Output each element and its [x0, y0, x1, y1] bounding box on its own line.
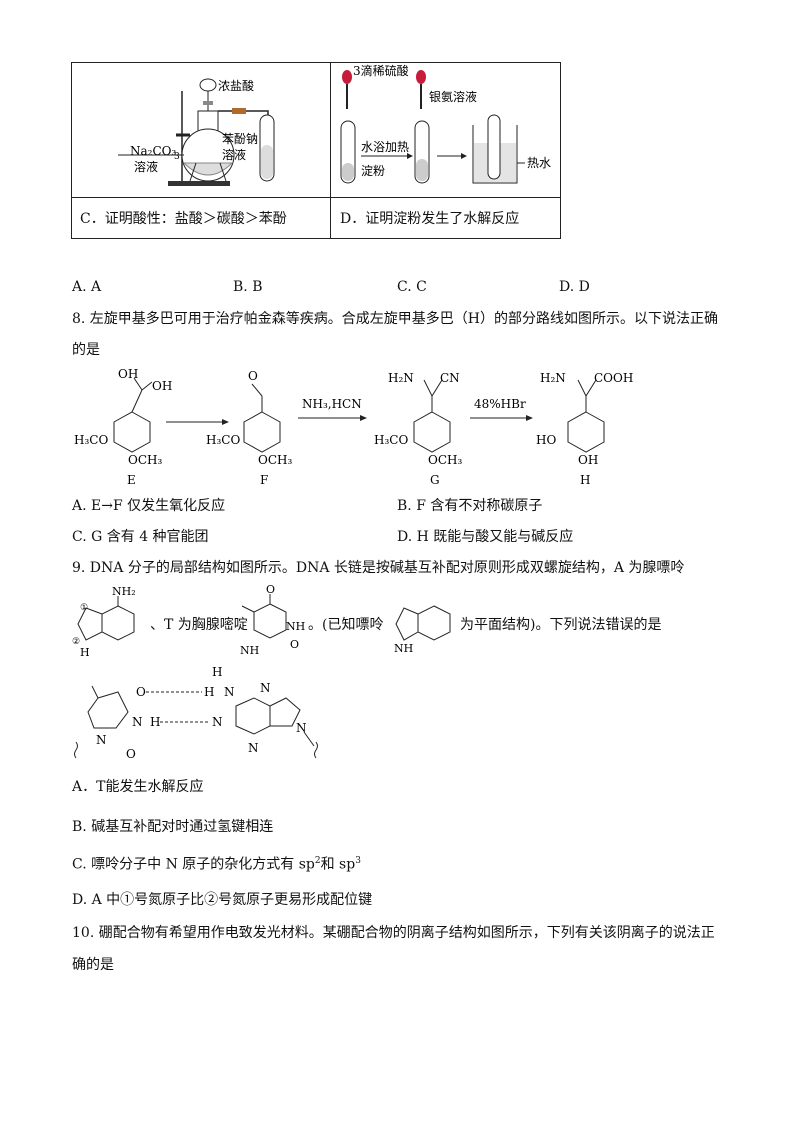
- thymine-nh2: NH: [240, 644, 259, 657]
- g-cn: CN: [440, 371, 460, 385]
- adenine-structure: NH₂ ① ② H: [72, 585, 136, 659]
- q7-option-a: A. A: [72, 279, 102, 295]
- label-e: E: [127, 473, 136, 487]
- thymine-structure: O NH O NH: [240, 584, 305, 657]
- thymine-o2: O: [290, 638, 299, 651]
- q8-stem-line2: 的是: [72, 342, 100, 358]
- caption-c: C．证明酸性：盐酸＞碳酸＞苯酚: [80, 211, 287, 227]
- q8-option-b: B. F 含有不对称碳原子: [397, 498, 543, 514]
- h-cooh: COOH: [594, 371, 633, 385]
- f-och3: OCH₃: [258, 453, 292, 467]
- pair-n-right: N: [296, 721, 307, 735]
- caption-d: D．证明淀粉发生了水解反应: [340, 211, 520, 227]
- g-h3co: H₃CO: [374, 433, 408, 447]
- e-h3co: H₃CO: [74, 433, 108, 447]
- q8-reaction-scheme: OH OH H₃CO OCH₃ E O H₃CO OCH₃ F NH₃,HCN …: [74, 367, 633, 487]
- q9-option-c-mid: 和 sp: [320, 856, 356, 873]
- q9-option-c-sup2: 3: [355, 856, 361, 866]
- pair-n-bottom: N: [248, 741, 259, 755]
- q10-line2: 确的是: [72, 957, 114, 973]
- q7-option-d: D. D: [559, 279, 590, 295]
- pair-nh: N: [132, 715, 143, 729]
- apparatus-c-diagram: 浓盐酸 苯酚钠 溶液 Na₂CO₃ 溶液 3: [118, 78, 275, 186]
- base-pair-structure: O H H N N H N O N N N N: [74, 665, 318, 761]
- pair-h-top: H: [212, 665, 222, 679]
- adenine-h: H: [80, 646, 90, 659]
- q10-line1: 10. 硼配合物有希望用作电致发光材料。某硼配合物的阴离子结构如图所示，下列有关…: [72, 925, 715, 941]
- label-phenolate-2: 溶液: [222, 147, 246, 162]
- label-na2co3-1: Na₂CO₃: [130, 144, 176, 158]
- q9-mid2: 。(已知嘌呤: [308, 617, 384, 633]
- q9-option-c-sup1: 2: [314, 856, 321, 866]
- adenine-nh2: NH₂: [112, 585, 136, 598]
- apparatus-d-diagram: 3滴稀硫酸 银氨溶液 水浴加热 淀粉 热水: [340, 63, 551, 184]
- e-och3: OCH₃: [128, 453, 162, 467]
- q7-option-c: C. C: [397, 279, 427, 295]
- label-f: F: [260, 473, 268, 487]
- adenine-circ2: ②: [72, 637, 80, 647]
- q9-option-d: D. A 中①号氮原子比②号氮原子更易形成配位键: [72, 892, 373, 908]
- q8-option-a: A. E→F 仅发生氧化反应: [72, 498, 226, 514]
- label-starch: 淀粉: [361, 164, 385, 178]
- pair-n-mid: N: [212, 715, 223, 729]
- pair-o1: O: [136, 685, 146, 699]
- g-h2n: H₂N: [388, 371, 414, 385]
- label-hotwater: 热水: [527, 156, 551, 170]
- label-waterbath: 水浴加热: [361, 140, 409, 154]
- q9-stem: 9. DNA 分子的局部结构如图所示。DNA 长链是按碱基互补配对原则形成双螺旋…: [72, 560, 685, 576]
- e-oh1: OH: [118, 367, 138, 381]
- q9-mid1: 、T 为胸腺嘧啶: [150, 617, 248, 633]
- purine-structure: NH: [394, 605, 451, 654]
- h-h2n: H₂N: [540, 371, 566, 385]
- pair-h1: H: [204, 685, 214, 699]
- f-o: O: [248, 369, 258, 383]
- reagent-2: 48%HBr: [474, 397, 526, 411]
- q8-stem-line1: 8. 左旋甲基多巴可用于治疗帕金森等疾病。合成左旋甲基多巴（H）的部分路线如图所…: [72, 311, 719, 327]
- reagent-1: NH₃,HCN: [302, 397, 362, 411]
- purine-nh: NH: [394, 642, 413, 654]
- q7-option-b: B. B: [233, 279, 263, 295]
- f-h3co: H₃CO: [206, 433, 240, 447]
- pair-n-left: N: [96, 733, 107, 747]
- q9-mid3: 为平面结构)。下列说法错误的是: [460, 617, 662, 633]
- q8-option-d: D. H 既能与酸又能与碱反应: [397, 529, 574, 545]
- q8-option-c: C. G 含有 4 种官能团: [72, 529, 209, 545]
- e-oh2: OH: [152, 379, 172, 393]
- q9-option-b: B. 碱基互补配对时通过氢键相连: [72, 819, 274, 835]
- thymine-nh1: NH: [286, 620, 305, 633]
- thymine-o1: O: [266, 584, 275, 596]
- pair-h2: H: [150, 715, 160, 729]
- apparatus-table: 浓盐酸 苯酚钠 溶液 Na₂CO₃ 溶液 3 3滴稀硫酸 银氨溶液 水浴加热 淀…: [71, 62, 561, 239]
- adenine-circ1: ①: [80, 603, 88, 613]
- label-phenolate-1: 苯酚钠: [222, 131, 258, 146]
- label-g: G: [430, 473, 440, 487]
- table-divider-horizontal: [72, 197, 560, 198]
- q9-option-a: A．T能发生水解反应: [72, 779, 204, 795]
- pair-o2: O: [126, 747, 136, 761]
- label-h: H: [580, 473, 590, 487]
- label-na2co3-2: 溶液: [134, 159, 158, 174]
- q9-option-c: C. 嘌呤分子中 N 原子的杂化方式有 sp2和 sp3: [72, 856, 361, 873]
- q9-option-c-pre: C. 嘌呤分子中 N 原子的杂化方式有 sp: [72, 856, 315, 873]
- label-3: 3: [174, 152, 180, 162]
- g-och3: OCH₃: [428, 453, 462, 467]
- label-h2so4: 3滴稀硫酸: [353, 63, 409, 78]
- table-divider-vertical: [330, 63, 331, 238]
- h-ho: HO: [536, 433, 556, 447]
- pair-n-top2: N: [260, 681, 271, 695]
- label-silver: 银氨溶液: [429, 89, 477, 104]
- pair-n-top: N: [224, 685, 235, 699]
- h-oh: OH: [578, 453, 598, 467]
- label-acid: 浓盐酸: [218, 78, 254, 93]
